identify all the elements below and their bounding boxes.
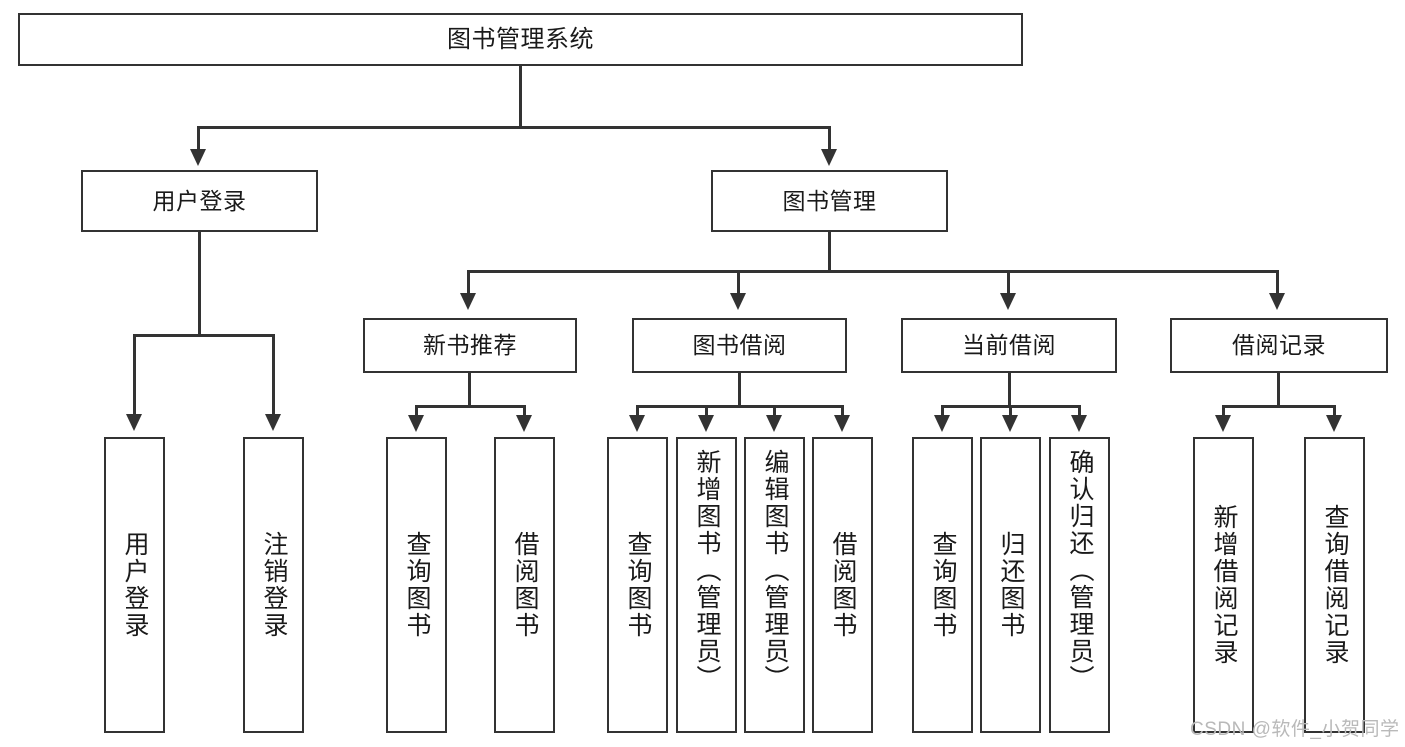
edge-user-login-child-1: [133, 334, 136, 417]
edge-new-book-recommend-bus: [415, 405, 526, 408]
leaf-query-book-2[interactable]: 查询图书: [607, 437, 668, 733]
node-root-book-management-system[interactable]: 图书管理系统: [18, 13, 1023, 66]
edge-cb-child-3: [1078, 405, 1081, 418]
node-user-login[interactable]: 用户登录: [81, 170, 318, 232]
edge-nbr-child-1: [415, 405, 418, 418]
node-label: 图书借阅: [692, 332, 787, 358]
edge-user-login-stem: [198, 232, 201, 336]
edge-br-child-1: [1222, 405, 1225, 418]
node-label: 借阅图书: [829, 531, 857, 639]
node-label: 当前借阅: [962, 332, 1056, 358]
node-new-book-recommend[interactable]: 新书推荐: [363, 318, 577, 373]
node-label: 新书推荐: [423, 332, 517, 358]
watermark-text: CSDN @软件_小贺同学: [1190, 719, 1400, 740]
edge-to-new-book-recommend: [467, 270, 470, 295]
edge-nbr-child-2: [523, 405, 526, 418]
edge-to-book-management: [828, 126, 831, 151]
node-label: 用户登录: [121, 531, 149, 639]
arrowhead-icon: [190, 149, 206, 166]
node-label: 编辑图书（管理员）: [761, 449, 789, 692]
node-book-management[interactable]: 图书管理: [711, 170, 948, 232]
node-label: 图书管理: [782, 187, 877, 214]
edge-borrow-record-bus: [1222, 405, 1336, 408]
edge-to-book-borrow: [737, 270, 740, 295]
node-label: 图书管理系统: [447, 25, 594, 53]
leaf-add-record[interactable]: 新增借阅记录: [1193, 437, 1254, 733]
edge-borrow-record-stem: [1277, 373, 1280, 407]
arrowhead-icon: [730, 293, 746, 310]
arrowhead-icon: [766, 415, 782, 432]
edge-root-bus: [197, 126, 831, 129]
edge-cb-child-2: [1009, 405, 1012, 418]
node-borrow-record[interactable]: 借阅记录: [1170, 318, 1388, 373]
leaf-borrow-book-1[interactable]: 借阅图书: [494, 437, 555, 733]
arrowhead-icon: [1071, 415, 1087, 432]
node-current-borrow[interactable]: 当前借阅: [901, 318, 1117, 373]
node-label: 借阅记录: [1232, 332, 1326, 358]
edge-book-management-stem: [828, 232, 831, 272]
edge-book-borrow-stem: [738, 373, 741, 407]
leaf-query-book-3[interactable]: 查询图书: [912, 437, 973, 733]
arrowhead-icon: [1269, 293, 1285, 310]
node-label: 确认归还（管理员）: [1066, 449, 1094, 692]
node-label: 用户登录: [152, 187, 247, 214]
edge-user-login-child-2: [272, 334, 275, 417]
edge-bb-child-3: [773, 405, 776, 418]
edge-book-borrow-bus: [636, 405, 844, 408]
node-label: 查询图书: [403, 531, 431, 639]
arrowhead-icon: [265, 414, 281, 431]
edge-new-book-recommend-stem: [468, 373, 471, 407]
arrowhead-icon: [629, 415, 645, 432]
arrowhead-icon: [1000, 293, 1016, 310]
arrowhead-icon: [408, 415, 424, 432]
edge-to-borrow-record: [1276, 270, 1279, 295]
node-label: 查询借阅记录: [1321, 504, 1349, 666]
edge-level2-bus: [467, 270, 1279, 273]
leaf-user-logout[interactable]: 注销登录: [243, 437, 304, 733]
arrowhead-icon: [698, 415, 714, 432]
arrowhead-icon: [126, 414, 142, 431]
node-label: 注销登录: [260, 531, 288, 639]
arrowhead-icon: [834, 415, 850, 432]
arrowhead-icon: [460, 293, 476, 310]
node-book-borrow[interactable]: 图书借阅: [632, 318, 847, 373]
edge-to-user-login: [197, 126, 200, 151]
leaf-edit-book[interactable]: 编辑图书（管理员）: [744, 437, 805, 733]
edge-bb-child-4: [841, 405, 844, 418]
edge-current-borrow-stem: [1008, 373, 1011, 407]
node-label: 借阅图书: [511, 531, 539, 639]
arrowhead-icon: [934, 415, 950, 432]
node-label: 归还图书: [997, 531, 1025, 639]
leaf-borrow-book-2[interactable]: 借阅图书: [812, 437, 873, 733]
edge-root-stem: [519, 66, 522, 128]
arrowhead-icon: [1002, 415, 1018, 432]
node-label: 新增图书（管理员）: [693, 449, 721, 692]
arrowhead-icon: [821, 149, 837, 166]
edge-bb-child-2: [705, 405, 708, 418]
edge-user-login-bus: [133, 334, 275, 337]
edge-br-child-2: [1333, 405, 1336, 418]
leaf-user-login[interactable]: 用户登录: [104, 437, 165, 733]
leaf-query-book-1[interactable]: 查询图书: [386, 437, 447, 733]
arrowhead-icon: [1215, 415, 1231, 432]
node-label: 查询图书: [929, 531, 957, 639]
arrowhead-icon: [516, 415, 532, 432]
leaf-add-book[interactable]: 新增图书（管理员）: [676, 437, 737, 733]
leaf-return-book[interactable]: 归还图书: [980, 437, 1041, 733]
node-label: 新增借阅记录: [1210, 504, 1238, 666]
edge-bb-child-1: [636, 405, 639, 418]
node-label: 查询图书: [624, 531, 652, 639]
edge-to-current-borrow: [1007, 270, 1010, 295]
leaf-query-record[interactable]: 查询借阅记录: [1304, 437, 1365, 733]
leaf-confirm-return[interactable]: 确认归还（管理员）: [1049, 437, 1110, 733]
edge-cb-child-1: [941, 405, 944, 418]
arrowhead-icon: [1326, 415, 1342, 432]
